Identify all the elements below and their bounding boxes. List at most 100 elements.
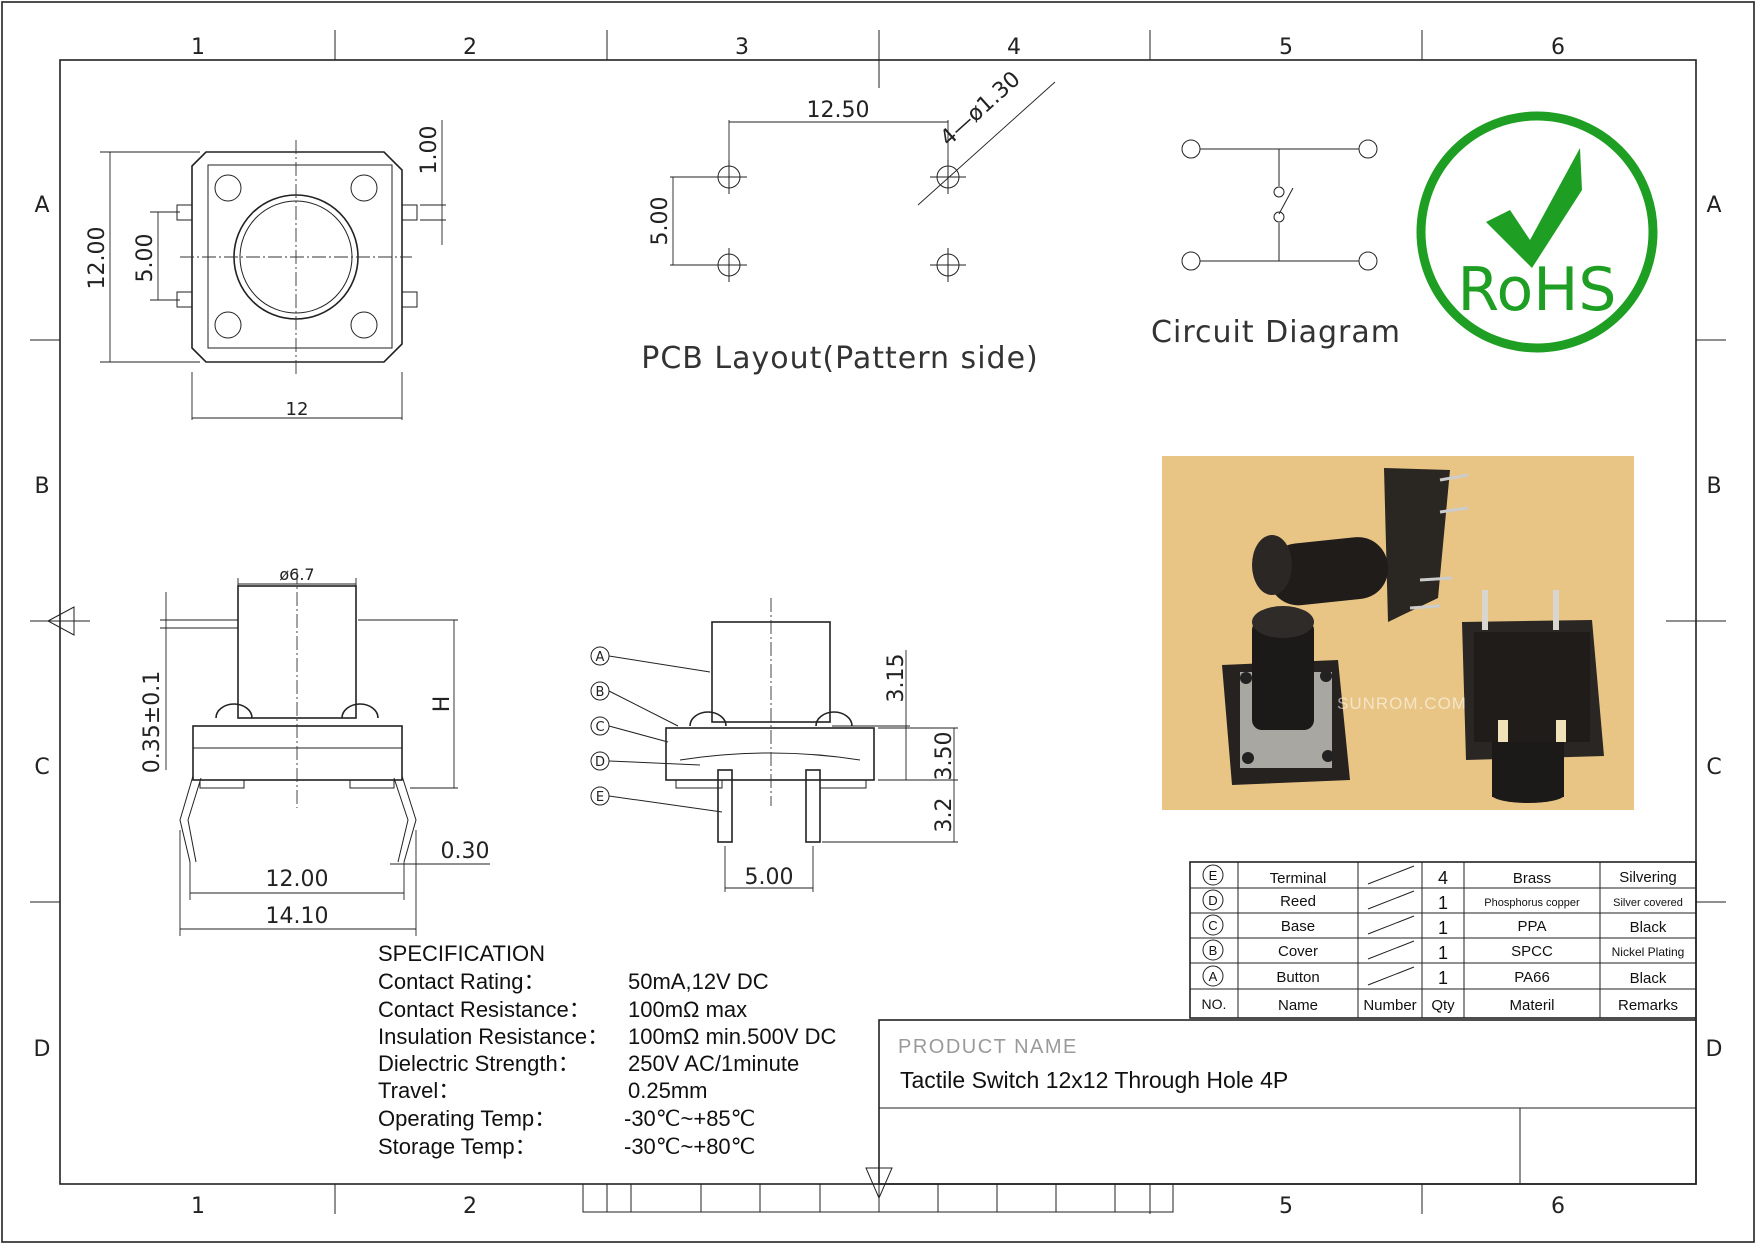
bom-header-no: NO.	[1202, 996, 1227, 1012]
bom-remarks: Nickel Plating	[1612, 945, 1685, 959]
top-view	[100, 120, 446, 420]
bom-header-name: Name	[1278, 997, 1318, 1014]
dim-height-h: H	[430, 696, 455, 713]
row-label-right: C	[1706, 755, 1721, 780]
spec-value: 50mA,12V DC	[628, 969, 769, 994]
product-name: Tactile Switch 12x12 Through Hole 4P	[900, 1067, 1288, 1093]
bom-name: Button	[1276, 969, 1319, 986]
spec-value: 0.25mm	[628, 1078, 707, 1103]
bom-qty: 1	[1438, 943, 1448, 963]
bom-header-remarks: Remarks	[1618, 997, 1678, 1014]
marker-d: D	[595, 755, 605, 770]
dim-height: 12.00	[85, 227, 110, 290]
spec-value: 250V AC/1minute	[628, 1051, 799, 1076]
col-label-top: 1	[191, 35, 205, 60]
bom-qty: 4	[1438, 868, 1448, 888]
bom-remarks: Black	[1630, 970, 1667, 987]
bom-material: Phosphorus copper	[1484, 897, 1580, 909]
marker-b: B	[596, 685, 605, 700]
bom-remarks: Black	[1630, 919, 1667, 936]
row-label-left: C	[34, 755, 49, 780]
bom-mark: B	[1209, 943, 1218, 958]
bom-name: Base	[1281, 918, 1315, 935]
bom-remarks: Silver covered	[1613, 897, 1683, 909]
spec-heading: SPECIFICATION	[378, 941, 545, 966]
spec-label: Contact Resistance：	[378, 997, 591, 1022]
dim-lead-pitch: 5.00	[745, 865, 794, 890]
product-name-label: PRODUCT NAME	[898, 1036, 1078, 1058]
rohs-logo: RoHS	[1416, 111, 1658, 353]
pcb-layout	[670, 81, 1056, 282]
col-label-bottom: 5	[1279, 1194, 1293, 1219]
row-label-left: B	[34, 474, 49, 499]
rohs-text: RoHS	[1458, 255, 1617, 325]
circuit-diagram	[1181, 139, 1378, 271]
marker-e: E	[596, 790, 604, 805]
col-label-top: 6	[1551, 35, 1565, 60]
dim-lead: 0.30	[441, 839, 490, 864]
row-label-left: A	[34, 193, 49, 218]
bom-remarks: Silvering	[1619, 869, 1677, 886]
spec-label: Insulation Resistance：	[378, 1024, 609, 1049]
dim-pin: 1.00	[417, 126, 442, 175]
col-label-bottom: 6	[1551, 1194, 1565, 1219]
part-view	[590, 598, 958, 892]
bom-header-number: Number	[1363, 997, 1416, 1014]
bom-material: SPCC	[1511, 943, 1553, 960]
bom-name: Cover	[1278, 943, 1318, 960]
side-view	[160, 570, 490, 936]
spec-label: Travel：	[378, 1078, 460, 1103]
spec-value: 100mΩ max	[628, 997, 747, 1022]
bom-header-material: Materil	[1509, 997, 1554, 1014]
bom-qty: 1	[1438, 893, 1448, 913]
dim-overall: 14.10	[266, 904, 329, 929]
dim-mid: 3.50	[932, 732, 957, 781]
col-label-bottom: 2	[463, 1194, 477, 1219]
circuit-title: Circuit Diagram	[1151, 315, 1401, 350]
dim-lead-len: 3.2	[932, 798, 957, 833]
bom-mark: D	[1208, 893, 1217, 908]
bom-material: PPA	[1518, 918, 1547, 935]
bom-header-qty: Qty	[1431, 997, 1455, 1014]
spec-label: Dielectric Strength：	[378, 1051, 580, 1076]
bottom-ruler	[582, 1167, 1174, 1213]
col-label-top: 2	[463, 35, 477, 60]
bom-material: PA66	[1514, 969, 1550, 986]
photo-watermark: SUNROM.COM	[1337, 694, 1467, 713]
col-label-top: 5	[1279, 35, 1293, 60]
col-label-top: 3	[735, 35, 749, 60]
dim-pitch-y: 5.00	[648, 197, 673, 246]
spec-value: 100mΩ min.500V DC	[628, 1024, 837, 1049]
dim-gap: 0.35±0.1	[140, 671, 165, 773]
spec-label: Operating Temp：	[378, 1106, 556, 1131]
row-label-left: D	[34, 1037, 51, 1062]
dim-pitch: 5.00	[133, 234, 158, 283]
center-mark-left	[46, 606, 75, 636]
col-label-bottom: 1	[191, 1194, 205, 1219]
spec-value: -30℃~+80℃	[624, 1134, 755, 1159]
row-label-right: A	[1706, 193, 1721, 218]
dim-top: 3.15	[884, 654, 909, 703]
bom-table	[1189, 861, 1697, 1019]
zone-ticks	[30, 30, 1726, 1214]
dim-body: 12.00	[266, 867, 329, 892]
bom-qty: 1	[1438, 968, 1448, 988]
dim-pitch-x: 12.50	[807, 98, 870, 123]
bom-name: Terminal	[1270, 870, 1327, 887]
dim-hole: 4—ø1.30	[936, 67, 1026, 151]
bom-qty: 1	[1438, 918, 1448, 938]
spec-value: -30℃~+85℃	[624, 1106, 755, 1131]
row-label-right: D	[1706, 1037, 1723, 1062]
dim-width: 12	[286, 399, 309, 420]
spec-label: Storage Temp：	[378, 1134, 537, 1159]
pcb-layout-title: PCB Layout(Pattern side)	[641, 341, 1038, 376]
bom-material: Brass	[1513, 870, 1551, 887]
bom-mark: E	[1209, 868, 1218, 883]
product-photo: SUNROM.COM	[1162, 456, 1634, 810]
marker-a: A	[596, 650, 605, 665]
specification: SPECIFICATION Contact Rating： 50mA,12V D…	[378, 941, 837, 1159]
dim-diameter: ø6.7	[279, 565, 314, 584]
col-label-top: 4	[1007, 35, 1021, 60]
